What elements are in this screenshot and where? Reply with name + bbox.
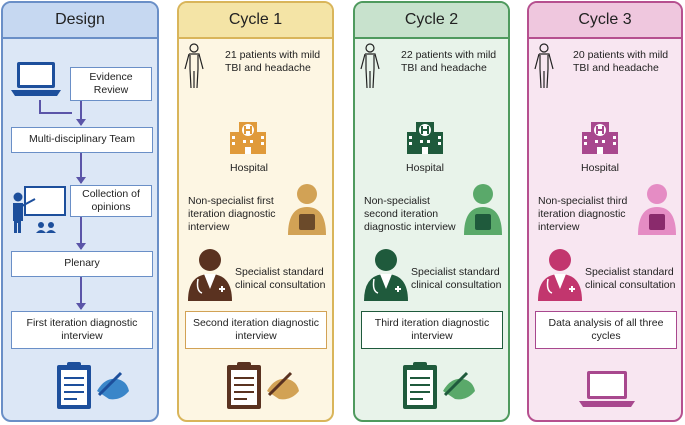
clipboard-writing-icon xyxy=(57,362,129,409)
nonspecialist-person-icon xyxy=(288,184,326,235)
specialist-text: Specialist standard clinical consultatio… xyxy=(585,266,676,292)
cycle-1-column: Cycle 1 21 patients with mild TBI and he… xyxy=(177,1,334,422)
flow-arrow xyxy=(76,217,86,250)
cycle-3-column: Cycle 3 20 patients with mild TBI and he… xyxy=(527,1,683,422)
specialist-text: Specialist standard clinical consultatio… xyxy=(235,266,326,292)
flow-arrow xyxy=(76,153,86,184)
result-box: Second iteration diagnostic interview xyxy=(185,311,327,349)
patients-text: 22 patients with mild TBI and headache xyxy=(401,49,497,75)
cycle-3-header: Cycle 3 xyxy=(529,3,681,39)
hospital-icon xyxy=(407,122,443,154)
plenary-box: Plenary xyxy=(11,251,153,277)
clipboard-writing-icon xyxy=(227,362,299,409)
opinions-box: Collection of opinions xyxy=(70,185,152,217)
patients-text: 21 patients with mild TBI and headache xyxy=(225,49,321,75)
specialist-doctor-icon xyxy=(364,249,408,301)
hospital-icon xyxy=(230,122,266,154)
clipboard-writing-icon xyxy=(403,362,475,409)
patient-body-icon xyxy=(360,43,380,89)
first-iteration-box: First iteration diagnostic interview xyxy=(11,311,153,349)
nonspecialist-person-icon xyxy=(638,184,676,235)
flow-arrow xyxy=(76,101,86,126)
nonspecialist-text: Non-specialist second iteration diagnost… xyxy=(364,195,456,234)
specialist-text: Specialist standard clinical consultatio… xyxy=(411,266,502,292)
evidence-review-box: Evidence Review xyxy=(70,67,152,101)
cycle-2-column: Cycle 2 22 patients with mild TBI and he… xyxy=(353,1,510,422)
design-column: Design Evidence Review Multi-disciplinar… xyxy=(1,1,159,422)
result-box: Data analysis of all three cycles xyxy=(535,311,677,349)
patients-text: 20 patients with mild TBI and headache xyxy=(573,49,669,75)
cycle-2-header: Cycle 2 xyxy=(355,3,508,39)
nonspecialist-text: Non-specialist third iteration diagnosti… xyxy=(538,195,628,234)
laptop-icon xyxy=(11,62,61,96)
result-box: Third iteration diagnostic interview xyxy=(361,311,503,349)
nonspecialist-text: Non-specialist first iteration diagnosti… xyxy=(188,195,276,234)
design-header: Design xyxy=(3,3,157,39)
hospital-label: Hospital xyxy=(581,162,619,174)
flow-arrow xyxy=(76,277,86,310)
patient-body-icon xyxy=(184,43,204,89)
hospital-icon xyxy=(582,122,618,154)
laptop-icon xyxy=(579,371,635,407)
connector-line xyxy=(39,112,72,114)
nonspecialist-person-icon xyxy=(464,184,502,235)
connector-line xyxy=(39,100,41,113)
hospital-label: Hospital xyxy=(406,162,444,174)
specialist-doctor-icon xyxy=(538,249,582,301)
patient-body-icon xyxy=(534,43,554,89)
specialist-doctor-icon xyxy=(188,249,232,301)
hospital-label: Hospital xyxy=(230,162,268,174)
presentation-icon xyxy=(13,186,66,233)
team-box: Multi-disciplinary Team xyxy=(11,127,153,153)
cycle-1-header: Cycle 1 xyxy=(179,3,332,39)
